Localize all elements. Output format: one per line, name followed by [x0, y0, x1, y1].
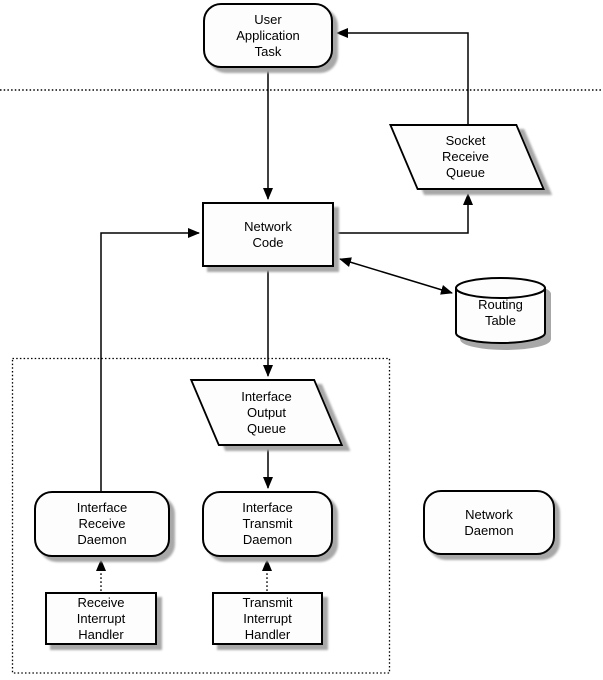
- edge-network-code-routing-table: [339, 257, 453, 295]
- routing-table-label: Routing Table: [478, 296, 523, 328]
- kernel-interface-region-border: [11, 357, 391, 674]
- edge-socket-queue-to-user-app: [336, 28, 469, 124]
- transmit-interrupt-handler-label: Transmit Interrupt Handler: [242, 594, 293, 642]
- receive-interrupt-handler-label: Receive Interrupt Handler: [76, 594, 126, 642]
- receive-interrupt-handler-node: [45, 592, 157, 645]
- routing-table-cylinder: [455, 277, 551, 350]
- user-application-task-label: User Application Task: [236, 11, 300, 59]
- socket-receive-queue-label: Socket Receive Queue: [442, 133, 489, 180]
- network-code-node: [202, 202, 334, 267]
- user-application-task-node: [203, 3, 333, 68]
- interface-receive-daemon-label: Interface Receive Daemon: [76, 500, 128, 547]
- interface-output-queue-label: Interface Output Queue: [241, 388, 292, 436]
- network-daemon-label: Network Daemon: [464, 506, 514, 538]
- network-code-label: Network Code: [244, 218, 292, 250]
- interface-transmit-daemon-node: [202, 491, 333, 557]
- network-daemon-node: [423, 490, 555, 555]
- edge-network-code-to-socket-queue: [336, 193, 473, 234]
- transmit-interrupt-handler-node: [212, 592, 323, 645]
- interface-transmit-daemon-label: Interface Transmit Daemon: [242, 500, 293, 547]
- interface-receive-daemon-node: [34, 491, 170, 557]
- edge-receive-daemon-to-network-code: [100, 228, 200, 491]
